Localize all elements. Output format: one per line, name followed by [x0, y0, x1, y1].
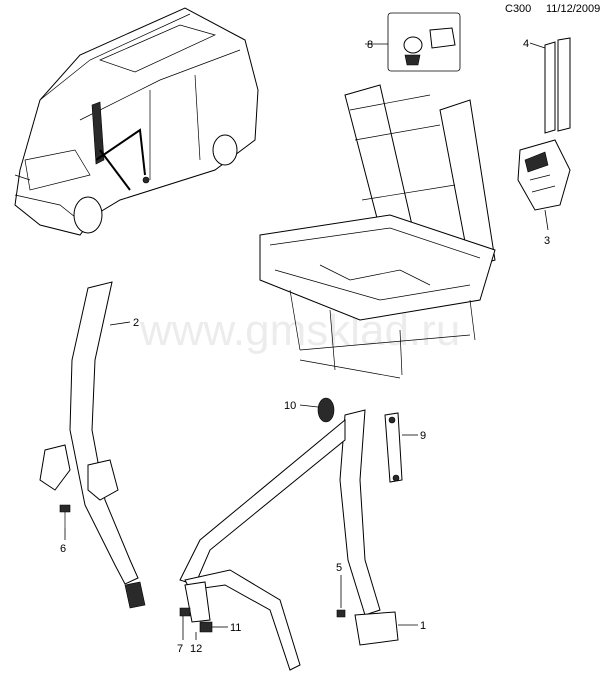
van-illustration [14, 7, 259, 236]
part-10-anchor [299, 397, 335, 423]
callout-12: 12 [190, 643, 202, 655]
part-8-inset [365, 12, 461, 72]
buckle-assembly [179, 581, 228, 640]
callout-5: 5 [336, 562, 342, 574]
part-9-adjuster [384, 412, 418, 483]
part-4-tubes [529, 37, 571, 134]
diagram-code: C300 [505, 3, 532, 15]
callout-2: 2 [133, 317, 139, 329]
callout-9: 9 [420, 430, 426, 442]
part-2-belt [39, 281, 146, 609]
part-6-bolt [59, 504, 71, 540]
seat-frame [259, 84, 496, 379]
part-1-belt [179, 409, 418, 671]
callout-4: 4 [523, 38, 529, 50]
part-3-retractor [517, 139, 571, 231]
callout-1: 1 [420, 620, 426, 632]
part-5-bolt [336, 575, 346, 618]
diagram-date: 11/12/2009 [546, 3, 600, 15]
callout-3: 3 [544, 235, 550, 247]
callout-11: 11 [230, 622, 241, 634]
callout-6: 6 [60, 543, 66, 555]
callout-7: 7 [177, 643, 183, 655]
callout-8: 8 [367, 39, 373, 51]
callout-10: 10 [284, 400, 296, 412]
